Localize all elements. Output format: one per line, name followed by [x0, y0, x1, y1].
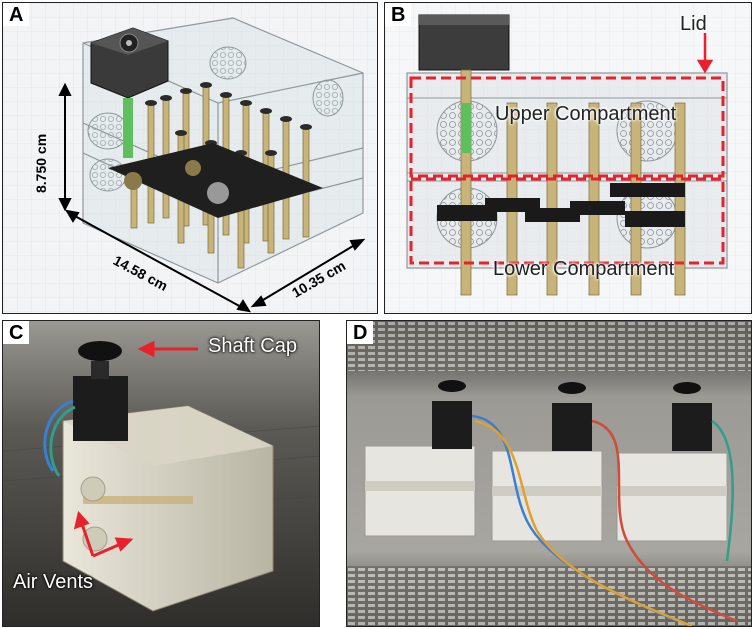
highlighted-shaft-b — [461, 103, 471, 153]
dimension-arrows — [58, 82, 366, 313]
wire-bundle-d — [471, 414, 738, 626]
compartment-outlines — [409, 76, 725, 265]
vent-holes-a — [87, 46, 344, 192]
incubator-photo-illustration — [347, 321, 751, 626]
panel-c-device-photo: C — [2, 320, 320, 627]
panel-d-incubator-photo: D — [346, 320, 752, 627]
top-shelf — [347, 321, 751, 371]
cad-sideview-drawing — [385, 3, 751, 313]
device-unit-1 — [364, 380, 476, 537]
shaft-caps-a — [145, 82, 312, 156]
panel-b-label: B — [385, 3, 412, 26]
stepper-motor-a — [90, 27, 169, 99]
panel-a-label: A — [3, 3, 30, 26]
panel-d-label: D — [347, 321, 374, 344]
annotation-arrows-c — [73, 340, 198, 558]
lid-arrow — [696, 33, 714, 74]
panel-c-label: C — [3, 321, 30, 344]
device-photo-illustration — [3, 321, 319, 626]
highlighted-shaft — [123, 98, 133, 158]
dim-height-label: 8.750 cm — [33, 133, 49, 193]
seal-band — [83, 496, 193, 504]
shaft-cap-knob — [78, 341, 122, 361]
shaft-cap-label: Shaft Cap — [208, 335, 297, 357]
panel-a-cad-render: A — [2, 2, 378, 314]
lower-compartment-label: Lower Compartment — [493, 258, 675, 280]
bottom-shelf — [347, 566, 751, 626]
gear-train-a — [108, 143, 323, 218]
device-unit-3 — [616, 382, 728, 542]
cad-isometric-drawing — [3, 3, 377, 313]
gears-b — [437, 183, 685, 227]
panel-b-cad-sideview: B — [384, 2, 752, 314]
lid-label: Lid — [680, 13, 707, 35]
stepper-motor-c — [73, 376, 128, 441]
upper-compartment-label: Upper Compartment — [495, 103, 677, 125]
air-vents-label: Air Vents — [13, 571, 94, 593]
motor-wires — [43, 399, 74, 472]
gears-a — [124, 160, 229, 204]
vent-holes-c — [80, 476, 108, 552]
